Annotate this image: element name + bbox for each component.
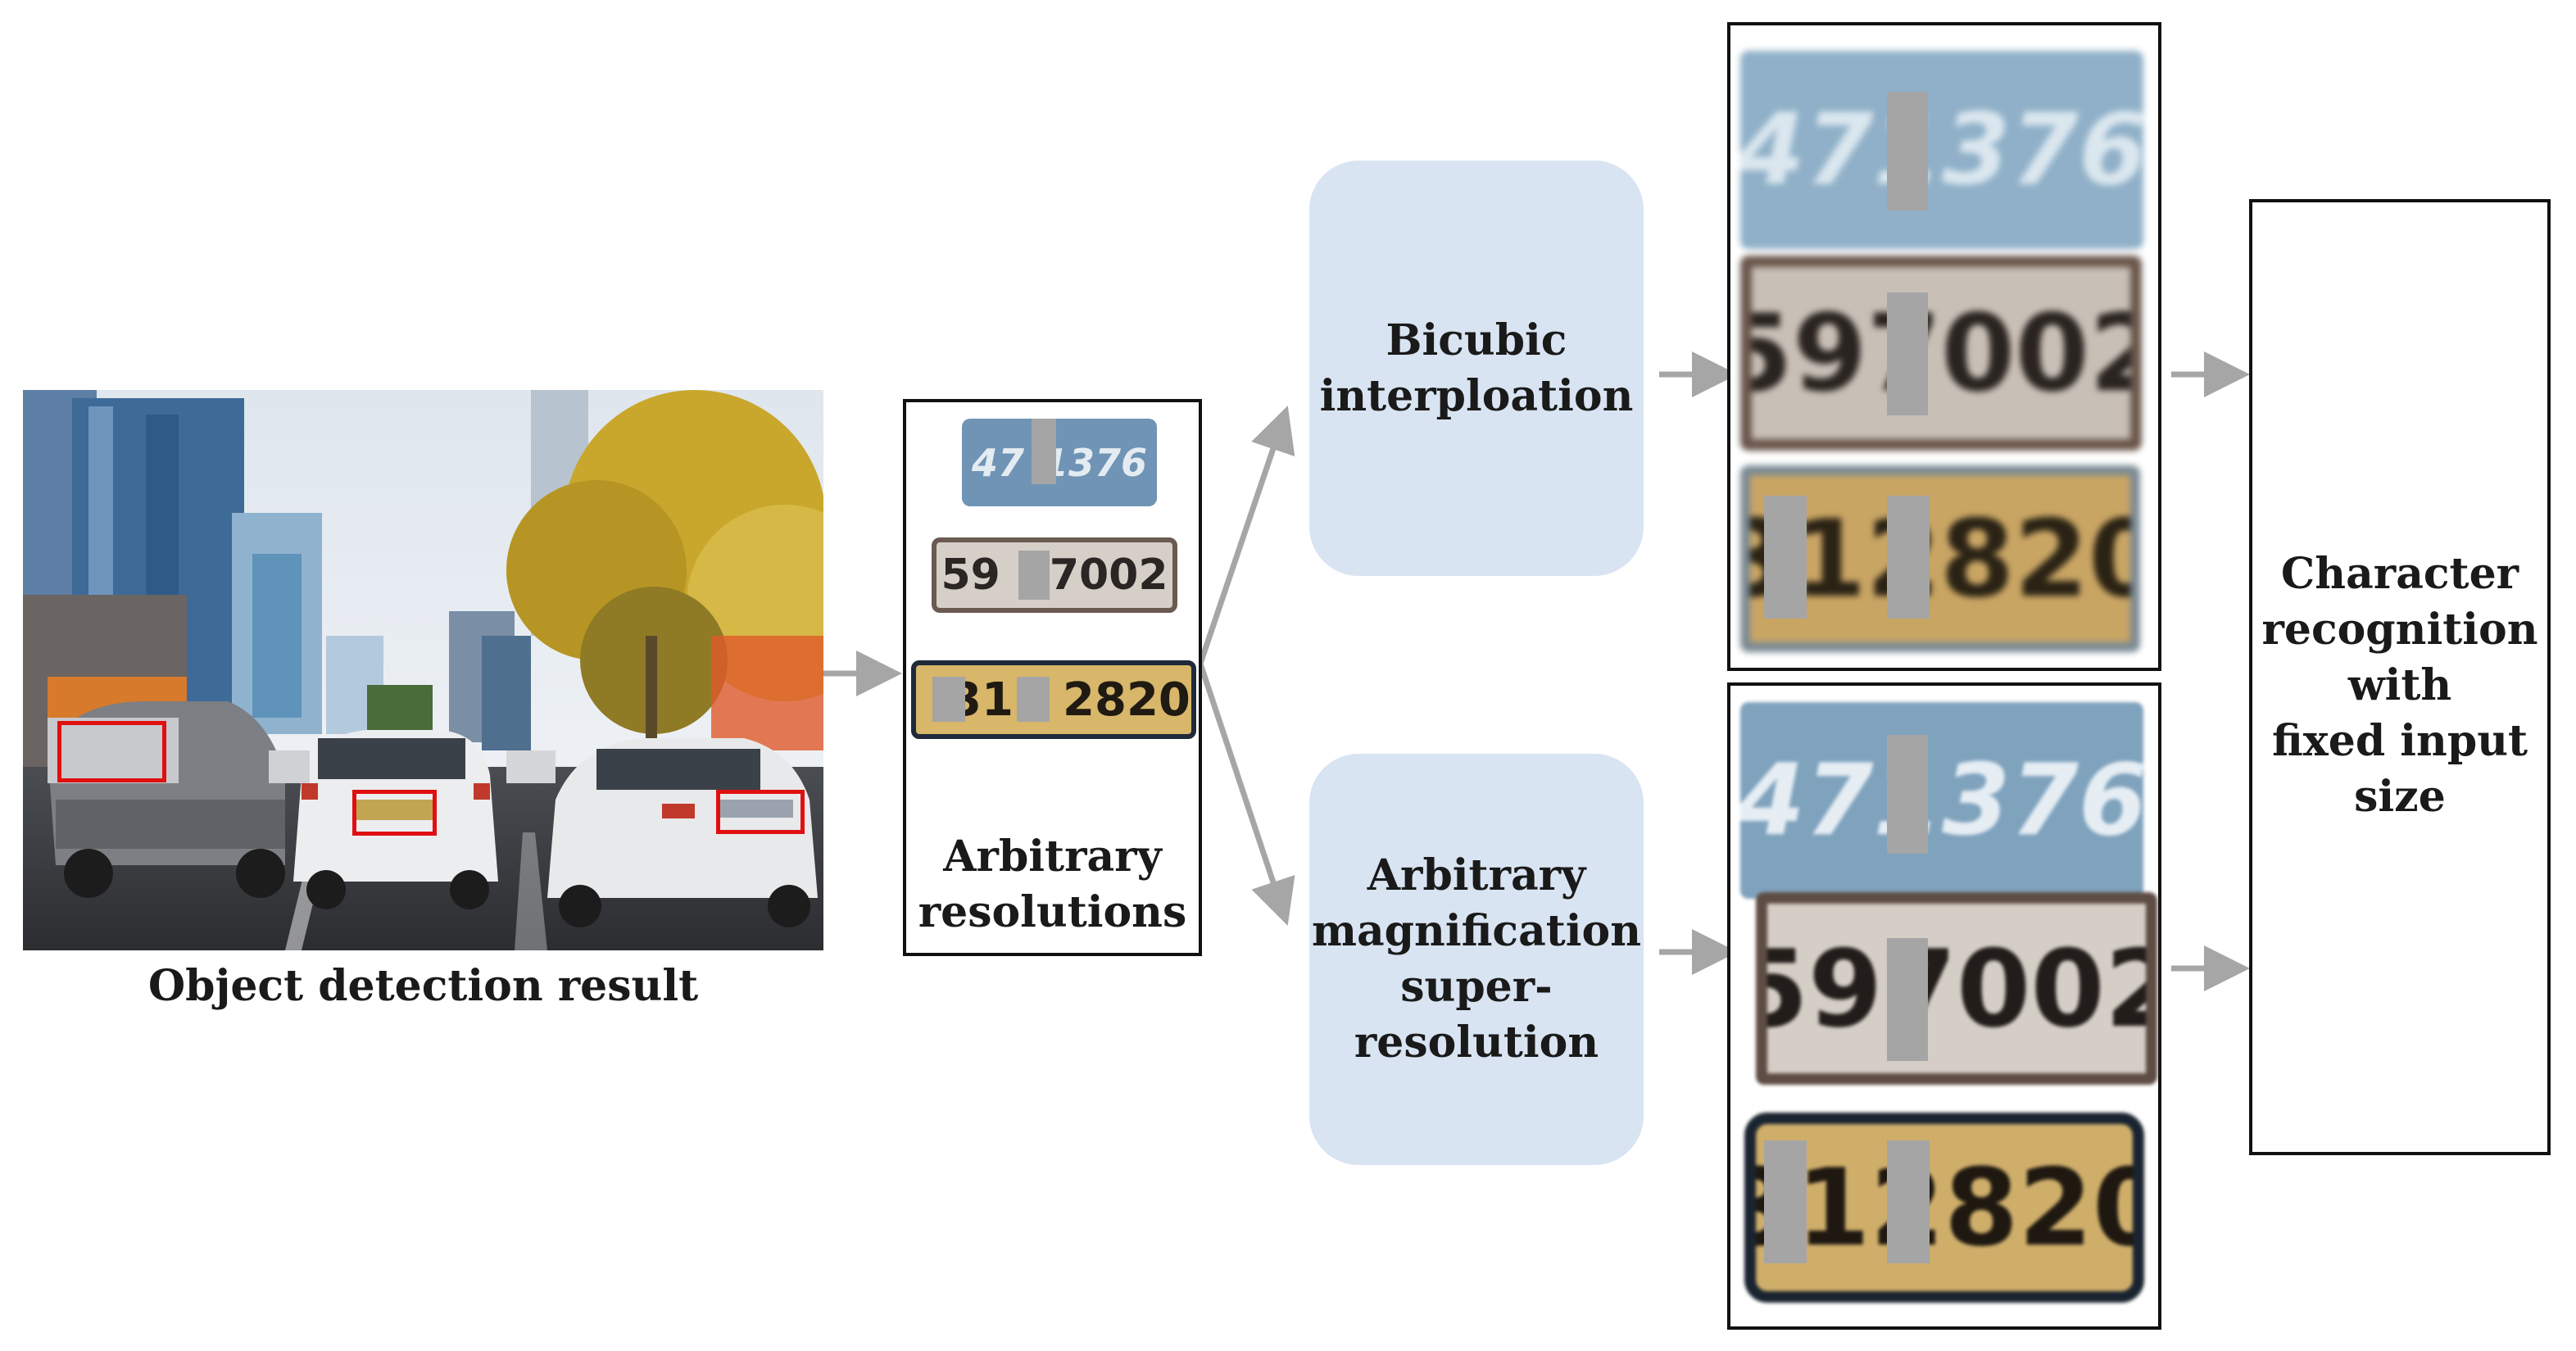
character-recognition-box: Character recognition with fixed input s…: [2249, 199, 2551, 1155]
plate-mask: [1764, 496, 1807, 619]
plate-mask: [1887, 938, 1928, 1061]
arrow-crops-to-sr: [1197, 662, 1295, 926]
plate-mask: [1887, 1140, 1930, 1263]
plate-mask: [1887, 496, 1930, 619]
plate-mask: [1887, 735, 1928, 854]
detection-image: [23, 390, 823, 950]
arrow-crops-to-bicubic: [1197, 406, 1295, 665]
plate-mask: [1017, 677, 1050, 722]
detection-box-1: [57, 721, 166, 782]
plate-mask: [932, 677, 965, 722]
plate-mask: [1032, 419, 1056, 484]
detection-caption: Object detection result: [147, 961, 699, 1011]
bicubic-interpolation-box: Bicubic interploation: [1309, 161, 1644, 576]
super-resolution-box: Arbitrary magnification super- resolutio…: [1309, 754, 1644, 1165]
plate-mask: [1887, 292, 1928, 415]
detection-box-2: [352, 790, 437, 836]
plate-mask: [1018, 551, 1050, 600]
detection-box-3: [716, 790, 805, 834]
plate-mask: [1764, 1140, 1807, 1263]
arbitrary-resolutions-label: Arbitrary resolutions: [918, 832, 1187, 937]
street-scene-illustration: [23, 390, 823, 950]
plate-mask: [1887, 92, 1928, 211]
